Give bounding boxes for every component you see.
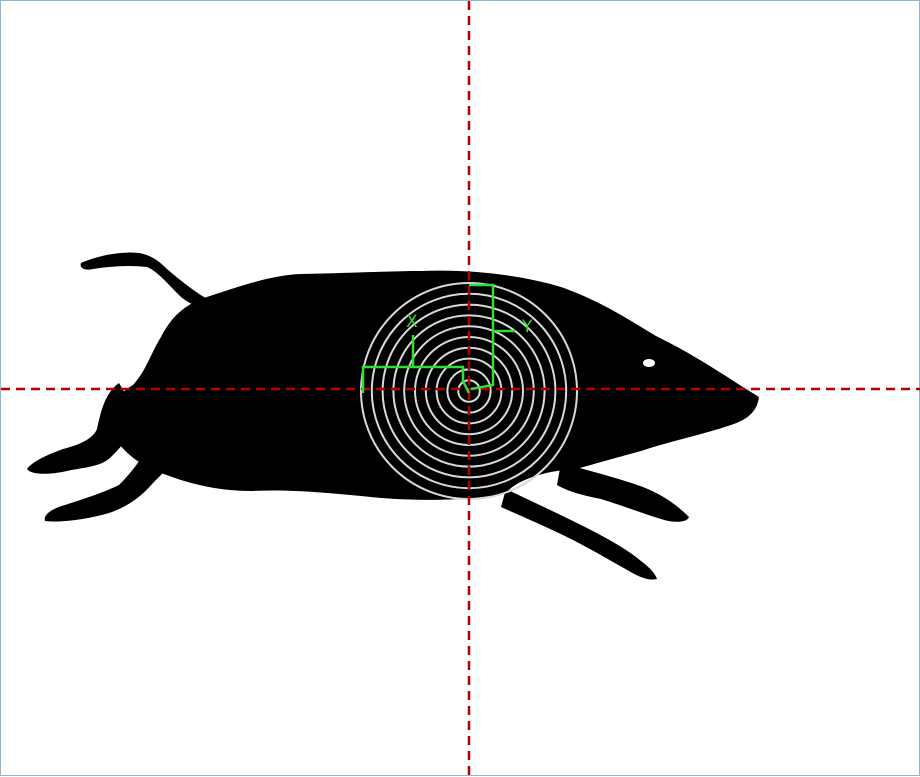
boar-rear-leg-upper (27, 383, 141, 474)
boar-silhouette (27, 252, 759, 580)
boar-front-leg-lower (501, 489, 657, 580)
boar-eye (643, 359, 655, 367)
boar-body (105, 270, 759, 500)
boar-front-leg-upper (557, 463, 689, 522)
x-offset-bracket (361, 335, 471, 394)
offset-guides (361, 283, 515, 394)
y-offset-label: Y (521, 317, 533, 337)
boar-rear-leg-lower (44, 441, 183, 522)
x-offset-label: X (406, 312, 418, 332)
boar-tail (80, 252, 212, 307)
y-offset-bracket (469, 283, 515, 391)
